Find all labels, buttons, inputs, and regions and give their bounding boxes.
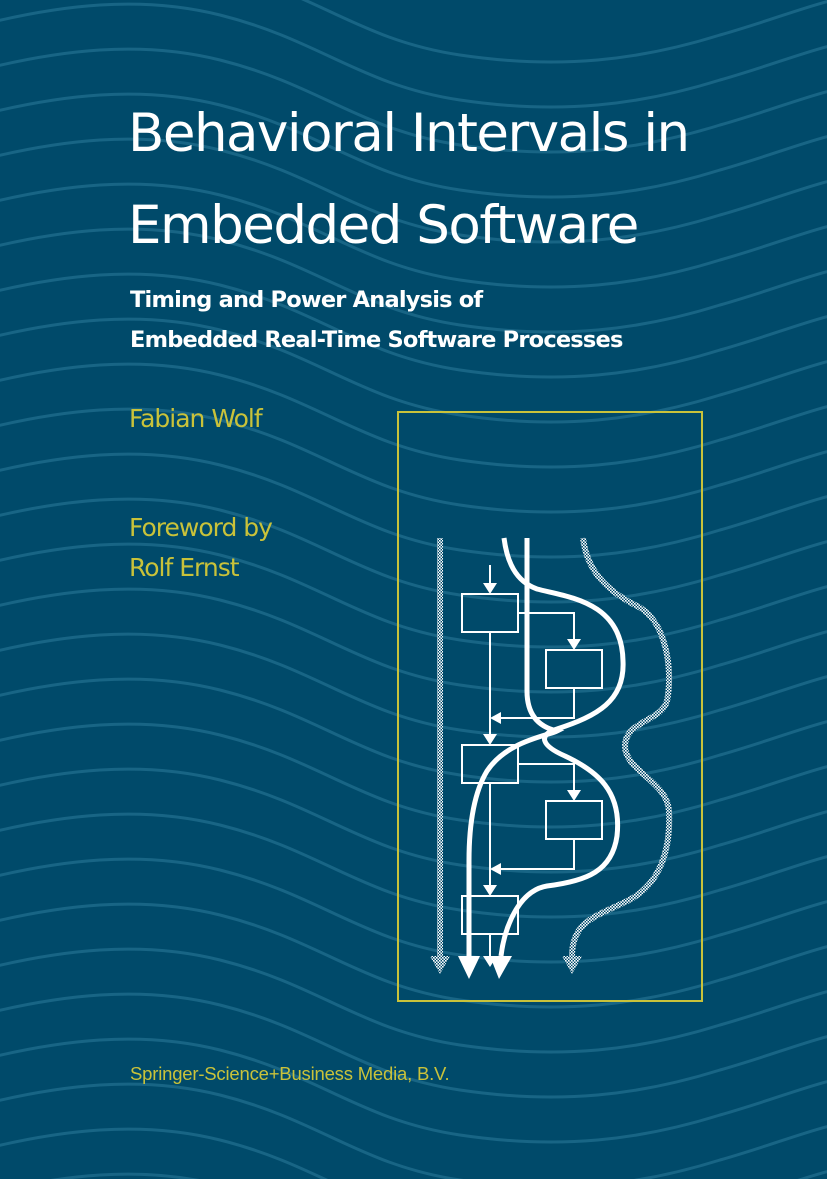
subtitle-line-1: Timing and Power Analysis of [130, 287, 483, 313]
foreword-author: Rolf Ernst [129, 553, 240, 582]
solid-curved-path [490, 537, 626, 979]
solid-straight-path [458, 538, 565, 979]
title-line-1: Behavioral Intervals in [128, 103, 690, 164]
flow-connectors [489, 565, 575, 956]
dotted-left-path [430, 538, 450, 974]
block-1 [461, 593, 519, 633]
book-title: Behavioral Intervals in Embedded Softwar… [128, 88, 768, 272]
subtitle-line-2: Embedded Real-Time Software Processes [130, 327, 623, 353]
book-subtitle: Timing and Power Analysis of Embedded Re… [130, 280, 730, 360]
block-2 [545, 649, 603, 689]
figure-frame [397, 411, 703, 1002]
connector-arrowheads [483, 583, 581, 967]
publisher-name: Springer-Science+Business Media, B.V. [130, 1063, 450, 1084]
control-flow-diagram [430, 537, 673, 979]
foreword-credit: Foreword by Rolf Ernst [129, 508, 273, 588]
title-line-2: Embedded Software [128, 195, 639, 256]
dotted-wavy-path [562, 537, 673, 974]
author-name: Fabian Wolf [129, 404, 263, 433]
foreword-label: Foreword by [129, 513, 273, 542]
block-4 [545, 800, 603, 840]
